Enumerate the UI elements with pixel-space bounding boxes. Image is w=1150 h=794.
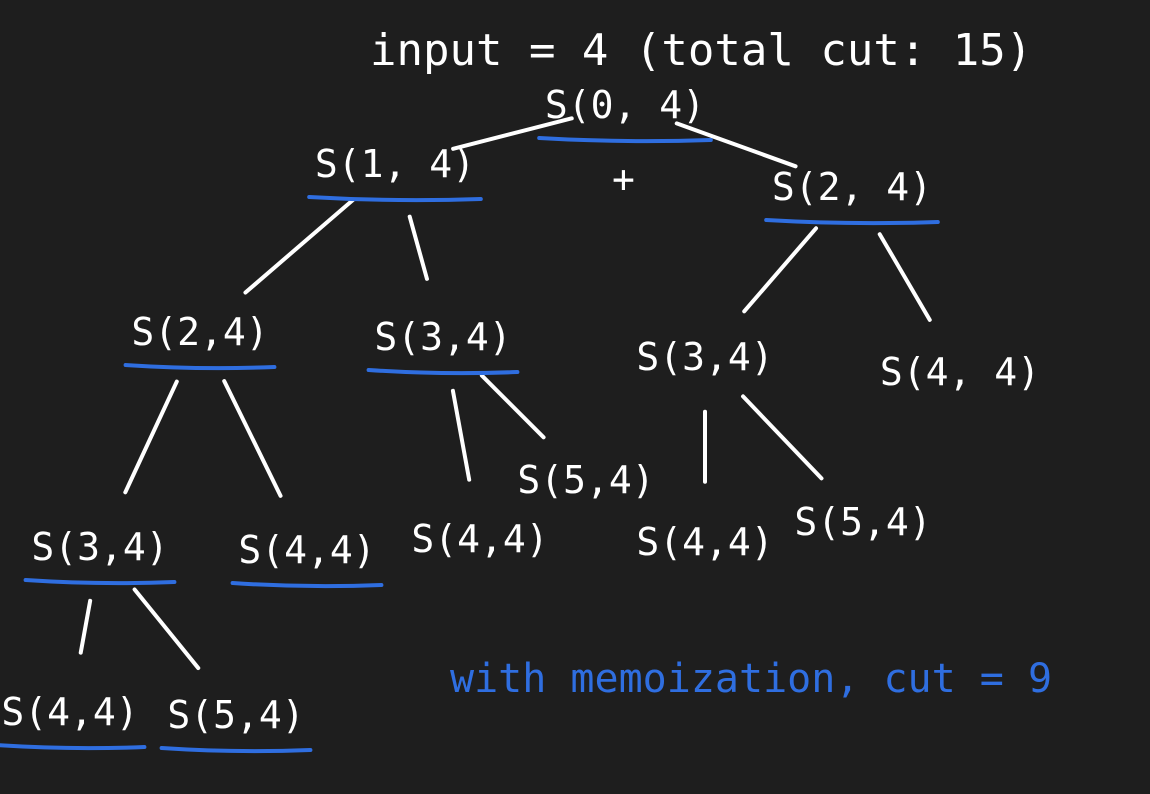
memo-underline — [366, 368, 520, 376]
memo-underline — [230, 581, 384, 589]
tree-edge — [674, 121, 798, 169]
tree-node-label: S(4, 4) — [880, 350, 1040, 394]
tree-node-label: S(5,4) — [794, 500, 931, 544]
tree-node-label: S(2, 4) — [772, 165, 932, 209]
tree-edge — [132, 587, 201, 671]
tree-node-label: S(5,4) — [517, 458, 654, 502]
memo-underline — [159, 746, 313, 754]
tree-node-label: S(4,4) — [238, 528, 375, 572]
tree-node-label: S(4,4) — [636, 520, 773, 564]
tree-edge — [78, 598, 93, 655]
tree-node-label: S(3,4) — [374, 315, 511, 359]
tree-edge — [479, 373, 546, 440]
tree-node-label: S(0, 4) — [545, 83, 705, 127]
memo-underline — [764, 218, 940, 226]
tree-edge — [742, 226, 819, 314]
tree-edge — [222, 379, 283, 498]
tree-node-label: S(5,4) — [167, 693, 304, 737]
memo-underline — [23, 578, 177, 586]
tree-node-label: S(3,4) — [31, 525, 168, 569]
plus-sign: + — [612, 157, 635, 201]
tree-edge — [123, 379, 179, 495]
memo-underline — [307, 195, 483, 203]
tree-node-label: S(3,4) — [636, 335, 773, 379]
tree-edge — [450, 388, 472, 482]
tree-node-label: S(4,4) — [1, 690, 138, 734]
tree-node-label: S(2,4) — [131, 310, 268, 354]
memo-underline — [537, 136, 713, 144]
tree-edge — [407, 214, 429, 281]
tree-node-label: S(4,4) — [411, 517, 548, 561]
tree-edge — [877, 232, 932, 322]
header-text: input = 4 (total cut: 15) — [370, 25, 1032, 76]
tree-edge — [741, 394, 824, 481]
tree-edge — [451, 116, 574, 151]
tree-edge — [243, 197, 356, 295]
memo-underline — [0, 743, 147, 751]
memoization-note: with memoization, cut = 9 — [450, 656, 1052, 702]
tree-node-label: S(1, 4) — [315, 142, 475, 186]
memo-underline — [123, 363, 277, 371]
